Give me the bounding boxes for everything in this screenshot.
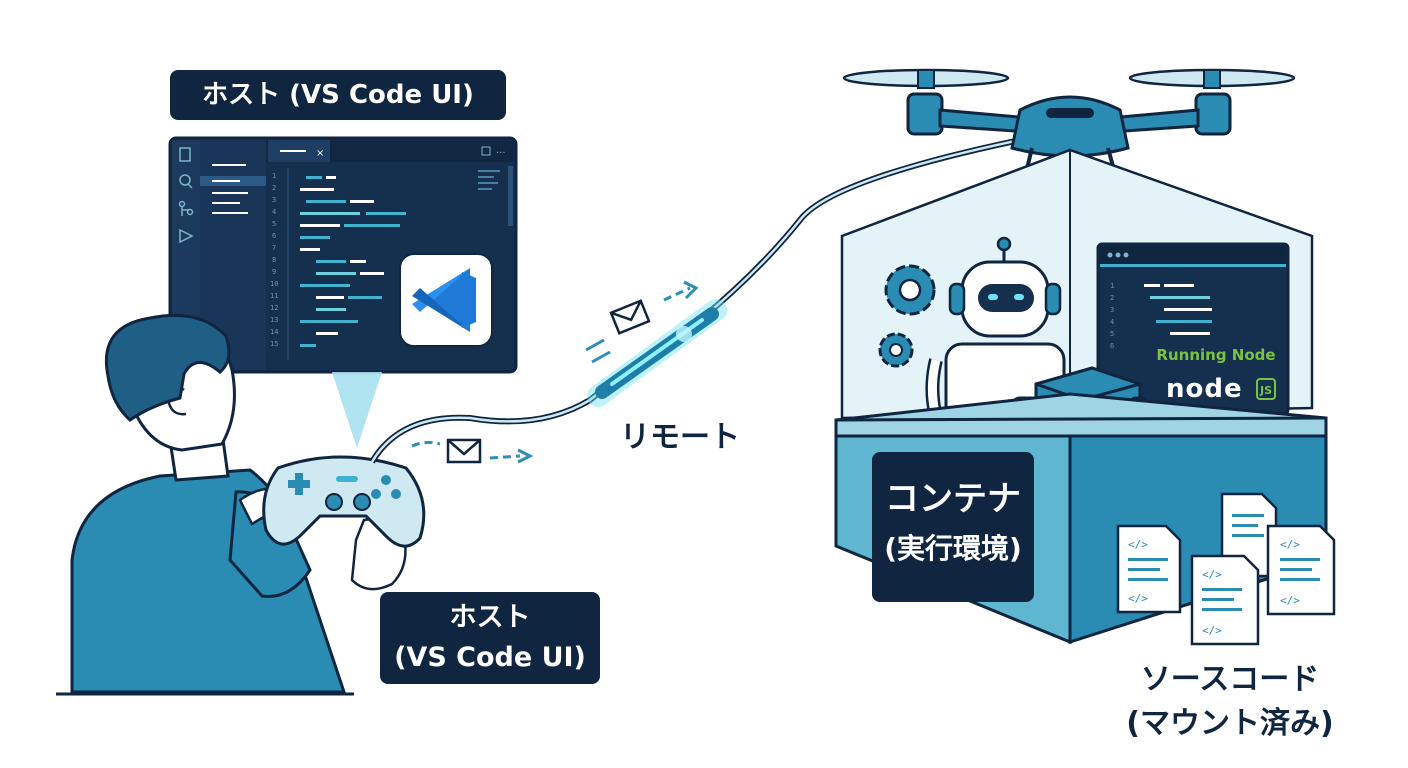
source-control-icon (178, 200, 194, 216)
envelope-icon (609, 299, 651, 335)
gear-icon (878, 332, 914, 368)
game-controller (262, 455, 426, 548)
svg-text:3: 3 (1110, 306, 1114, 314)
source-code-label: ソースコード (マウント済み) (1100, 658, 1360, 746)
svg-text:1: 1 (1110, 282, 1114, 290)
nodejs-badge: JS (1256, 378, 1276, 400)
svg-text:5: 5 (1110, 330, 1114, 338)
svg-text:14: 14 (270, 328, 278, 336)
svg-text:6: 6 (272, 232, 276, 240)
svg-text:1: 1 (272, 172, 276, 180)
projection-beam (332, 372, 382, 448)
code-file-icon: </> </> (1266, 524, 1336, 616)
remote-connection-cable (369, 137, 1021, 464)
svg-text:12: 12 (270, 304, 278, 312)
svg-text:×: × (316, 148, 324, 159)
code-file-icon: </> </> (1190, 554, 1260, 646)
host-label-bottom: ホスト (VS Code UI) (380, 592, 600, 684)
svg-text:4: 4 (1110, 318, 1114, 326)
svg-text:2: 2 (1110, 294, 1114, 302)
source-label-line1: ソースコード (1140, 662, 1320, 697)
svg-text:</>: </> (1128, 538, 1148, 551)
vscode-logo (399, 253, 493, 347)
files-icon (179, 147, 191, 162)
svg-text:</>: </> (1202, 624, 1222, 637)
svg-text:4: 4 (272, 208, 276, 216)
remote-label: リモート (620, 420, 740, 455)
svg-text:11: 11 (270, 292, 278, 300)
search-icon (179, 174, 193, 189)
nodejs-logo: node (1166, 374, 1243, 404)
svg-text:···: ··· (496, 148, 506, 159)
gear-icon (884, 264, 936, 316)
host-label-line1: ホスト (449, 602, 531, 633)
envelope-icon (446, 438, 482, 464)
container-label-line2: (実行環境) (884, 532, 1022, 565)
container-label: コンテナ (実行環境) (872, 452, 1034, 602)
svg-text:2: 2 (272, 184, 276, 192)
svg-text:</>: </> (1280, 594, 1300, 607)
svg-text:6: 6 (1110, 342, 1114, 350)
svg-text:5: 5 (272, 220, 276, 228)
svg-text:3: 3 (272, 196, 276, 204)
svg-text:7: 7 (272, 244, 276, 252)
svg-text:8: 8 (272, 256, 276, 264)
code-file-icon: </> </> (1116, 524, 1182, 614)
svg-text:</>: </> (1280, 538, 1300, 551)
run-debug-icon (179, 228, 194, 244)
host-label-line2: (VS Code UI) (394, 642, 586, 673)
svg-text:9: 9 (272, 268, 276, 276)
svg-text:10: 10 (270, 280, 278, 288)
container-label-line1: コンテナ (885, 479, 1021, 519)
host-label-top: ホスト (VS Code UI) (170, 70, 506, 120)
container-terminal: 1 2 3 4 5 6 (1096, 242, 1290, 416)
svg-text:15: 15 (270, 340, 278, 348)
svg-text:13: 13 (270, 316, 278, 324)
svg-text:</>: </> (1202, 568, 1222, 581)
source-label-line2: (マウント済み) (1126, 706, 1334, 741)
svg-text:</>: </> (1128, 592, 1148, 605)
running-node-text: Running Node (1156, 346, 1276, 364)
